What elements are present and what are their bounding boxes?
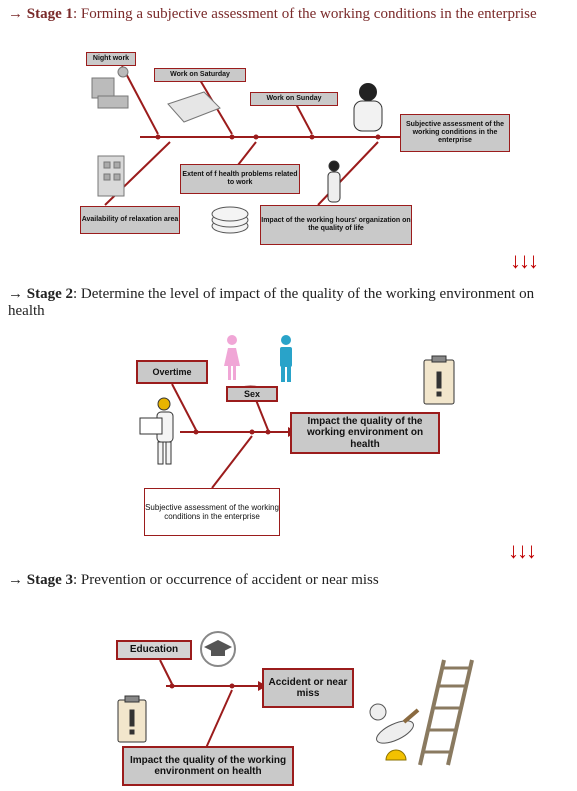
- graduation-cap-icon: [200, 631, 236, 667]
- node-work-saturday: Work on Saturday: [154, 68, 246, 82]
- connector-night-work: [121, 65, 159, 135]
- transition-arrows-1: ↓↓↓: [510, 248, 539, 273]
- node-education: Education: [116, 640, 192, 660]
- transition-arrows-2: ↓↓↓: [508, 538, 537, 563]
- connector-subjective: [211, 435, 253, 489]
- clipboard-illustration-3: [117, 695, 147, 743]
- stage-1-label: Stage 1: [26, 6, 73, 22]
- female-figure-illustration: [224, 335, 240, 380]
- node-work-sunday: Work on Sunday: [250, 92, 338, 106]
- connector-education: [159, 659, 173, 685]
- stage-3-label: Stage 3: [26, 572, 73, 588]
- connector-sunday: [295, 103, 313, 135]
- papers-illustration: [211, 206, 249, 234]
- connector-health: [237, 141, 257, 166]
- saturday-illustration: [167, 91, 221, 123]
- node-stage-2-outcome: Impact the quality of the working enviro…: [290, 412, 440, 454]
- node-stage-1-outcome: Subjective assessment of the working con…: [400, 114, 510, 152]
- connector-overtime: [171, 383, 197, 431]
- connector-impact: [205, 689, 233, 749]
- connector-sex: [255, 399, 269, 431]
- stage-2-text: : Determine the level of impact of the q…: [8, 286, 535, 319]
- node-subjective-assessment: Subjective assessment of the working con…: [144, 488, 280, 536]
- node-stage-3-outcome: Accident or near miss: [262, 668, 354, 708]
- night-work-illustration: [91, 66, 129, 109]
- node-overtime: Overtime: [136, 360, 208, 384]
- building-illustration: [97, 155, 125, 197]
- standing-person-illustration: [327, 160, 341, 203]
- fallen-ladder-illustration: [369, 659, 474, 766]
- node-impact-quality: Impact the quality of the working enviro…: [122, 746, 294, 786]
- stage-1-text: : Forming a subjective assessment of the…: [73, 6, 537, 22]
- node-night-work: Night work: [86, 52, 136, 66]
- stage-2-arrow: →: [8, 286, 23, 302]
- node-working-hours: Impact of the working hours' organizatio…: [260, 205, 412, 245]
- node-relaxation: Availability of relaxation area: [80, 206, 180, 234]
- stage-2-label: Stage 2: [26, 286, 73, 302]
- node-health-problems: Extent of f health problems related to w…: [180, 164, 300, 194]
- clipboard-illustration-2: [423, 355, 455, 405]
- worker-illustration: [139, 397, 174, 465]
- stage-3-arrow: →: [8, 572, 23, 588]
- stage-1-arrow: →: [8, 6, 23, 22]
- node-sex: Sex: [226, 386, 278, 402]
- stage-2-title: → Stage 2: Determine the level of impact…: [8, 286, 573, 320]
- stage-3-text: : Prevention or occurrence of accident o…: [73, 572, 379, 588]
- person-icon-illustration: [353, 83, 383, 132]
- stage-1-title: → Stage 1: Forming a subjective assessme…: [8, 6, 568, 23]
- stage-3-title: → Stage 3: Prevention or occurrence of a…: [8, 572, 573, 589]
- male-figure-illustration: [280, 335, 292, 382]
